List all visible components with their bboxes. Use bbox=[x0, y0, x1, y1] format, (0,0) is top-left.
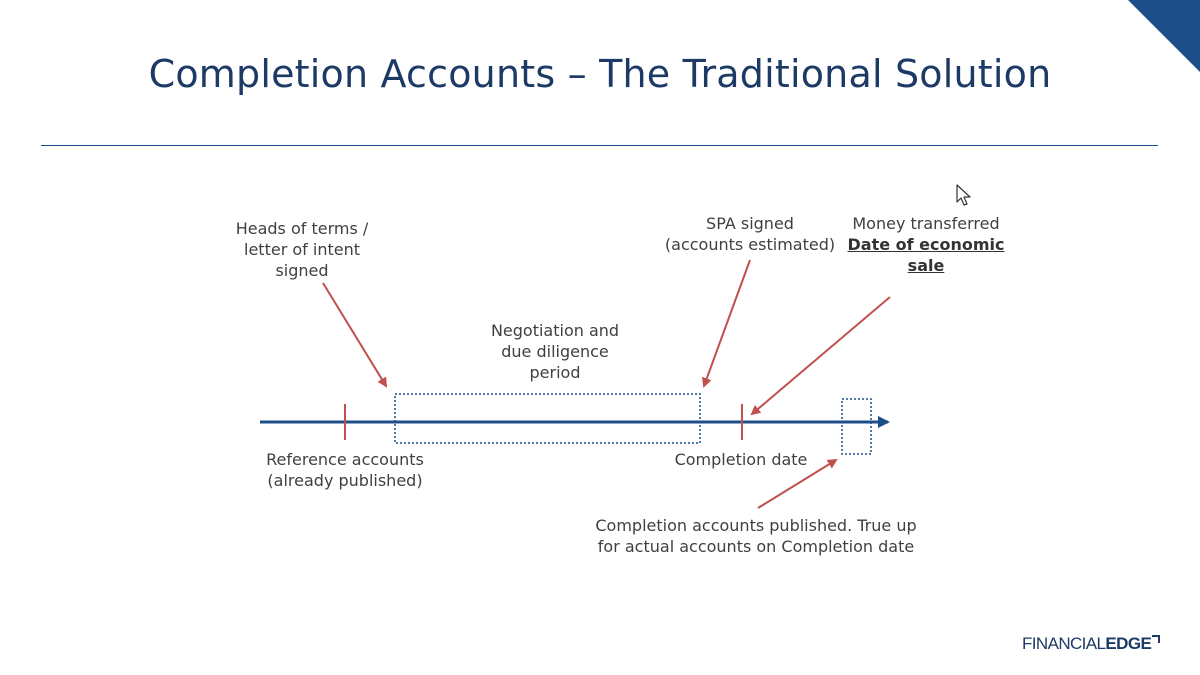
money-transferred-label: Money transferred Date of economic sale bbox=[846, 213, 1006, 276]
reference-accounts-line-1: Reference accounts bbox=[266, 450, 424, 469]
logo-mark-icon bbox=[1152, 635, 1161, 643]
money-transferred-line: Money transferred bbox=[852, 214, 1000, 233]
slide-title: Completion Accounts – The Traditional So… bbox=[148, 52, 1052, 96]
negotiation-line-1: Negotiation and bbox=[490, 321, 620, 340]
spa-signed-line-2: (accounts estimated) bbox=[664, 235, 836, 254]
completion-published-line-1: Completion accounts published. True up bbox=[595, 516, 917, 535]
spa-signed-arrow bbox=[702, 259, 751, 388]
heads-of-terms-arrow bbox=[322, 282, 388, 388]
negotiation-period-box bbox=[394, 393, 701, 444]
negotiation-line-3: period bbox=[529, 363, 581, 382]
date-economic-sale-line-2: sale bbox=[907, 256, 945, 275]
completion-published-label: Completion accounts published. True up f… bbox=[586, 515, 926, 557]
reference-accounts-label: Reference accounts (already published) bbox=[260, 449, 430, 491]
reference-accounts-line-2: (already published) bbox=[267, 471, 423, 490]
money-transferred-arrow bbox=[750, 296, 891, 416]
financial-edge-logo: FINANCIALEDGE bbox=[1022, 634, 1161, 654]
negotiation-period-label: Negotiation and due diligence period bbox=[475, 320, 635, 383]
heads-of-terms-label: Heads of terms / letter of intent signed bbox=[222, 218, 382, 281]
title-divider bbox=[41, 145, 1158, 146]
completion-published-line-2: for actual accounts on Completion date bbox=[597, 537, 915, 556]
corner-accent bbox=[1128, 0, 1200, 72]
heads-of-terms-line-3: signed bbox=[275, 261, 329, 280]
heads-of-terms-line-2: letter of intent bbox=[244, 240, 360, 259]
completion-published-arrow bbox=[757, 458, 838, 509]
date-economic-sale-line-1: Date of economic bbox=[847, 235, 1005, 254]
heads-of-terms-line-1: Heads of terms / bbox=[235, 219, 369, 238]
logo-part-1: FINANCIAL bbox=[1022, 634, 1106, 653]
spa-signed-line-1: SPA signed bbox=[706, 214, 794, 233]
negotiation-line-2: due diligence bbox=[501, 342, 609, 361]
logo-part-2: EDGE bbox=[1105, 634, 1152, 653]
mouse-pointer-icon bbox=[956, 184, 971, 206]
completion-accounts-box bbox=[841, 398, 872, 455]
completion-date-label: Completion date bbox=[666, 449, 816, 470]
spa-signed-label: SPA signed (accounts estimated) bbox=[660, 213, 840, 255]
completion-date-line: Completion date bbox=[674, 450, 808, 469]
